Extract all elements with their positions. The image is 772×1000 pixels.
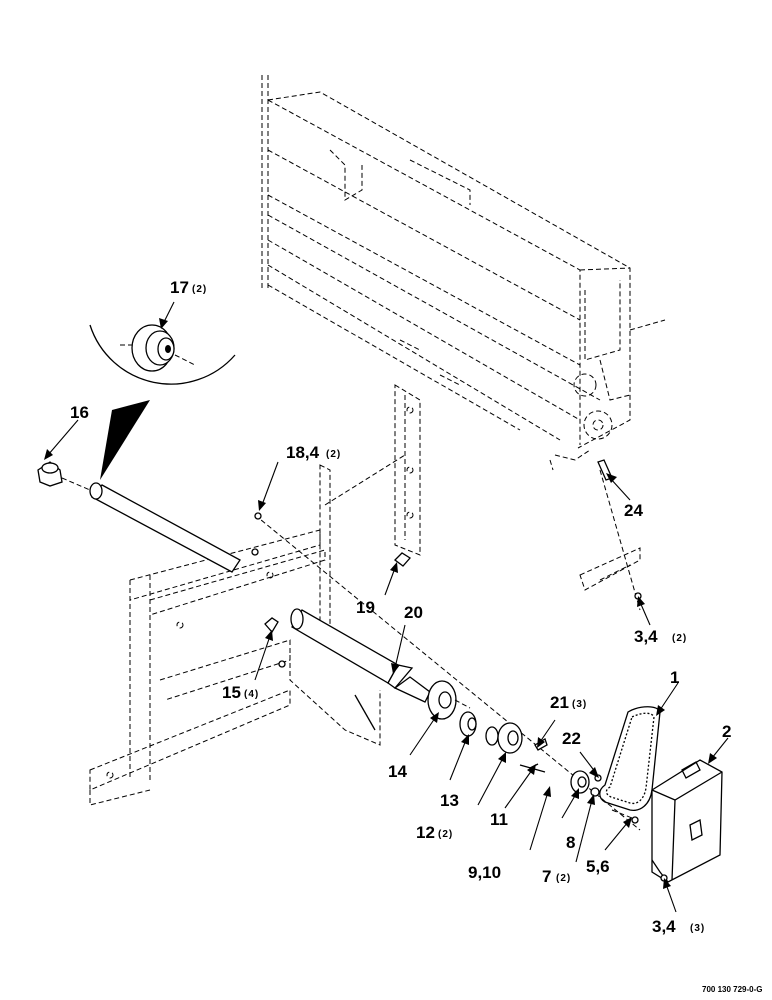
side-frame-plate xyxy=(394,384,421,556)
callout-20: 20 xyxy=(404,603,423,622)
guard-panel xyxy=(289,655,381,746)
callout-11: 11 xyxy=(490,810,508,829)
roller-16-assembly xyxy=(37,461,241,573)
drawing-number: 700 130 729-0-G xyxy=(702,985,763,994)
bearing-stack xyxy=(427,680,602,797)
callout-17: 17 xyxy=(170,278,189,297)
part-18-bolt xyxy=(254,512,262,520)
callout-21: 21 xyxy=(550,693,569,712)
leader-lines xyxy=(44,301,729,913)
callout-3-4-lower-qty: (3) xyxy=(690,923,705,934)
centerline-24 xyxy=(599,469,641,611)
callout-16: 16 xyxy=(70,403,89,422)
callout-15: 15 xyxy=(222,683,241,702)
callout-8: 8 xyxy=(566,833,575,852)
callout-18-4-qty: (2) xyxy=(326,449,341,460)
part-15-bolt xyxy=(264,617,279,634)
callout-18-4: 18,4 xyxy=(286,443,320,462)
callout-1: 1 xyxy=(670,668,679,687)
detail-bubble-17 xyxy=(89,324,236,480)
callout-17-qty: (2) xyxy=(192,284,207,295)
callout-13: 13 xyxy=(440,791,459,810)
main-frame xyxy=(89,464,641,806)
callout-7-qty: (2) xyxy=(556,873,571,884)
callout-3-4-lower: 3,4 xyxy=(652,917,676,936)
assembly-centerline xyxy=(254,514,641,831)
callout-labels: 1 2 3,4 (3) 3,4 (2) 5,6 7 (2) 8 9,10 11 … xyxy=(70,278,763,994)
callout-5-6: 5,6 xyxy=(586,857,610,876)
chain-1 xyxy=(599,706,661,824)
shaft-20 xyxy=(290,608,431,703)
part-7-washer xyxy=(590,787,600,797)
callout-24: 24 xyxy=(624,501,643,520)
part-12-collar xyxy=(485,726,499,746)
callout-12: 12 xyxy=(416,823,435,842)
callout-3-4-upper-qty: (2) xyxy=(672,633,687,644)
centerline-19 xyxy=(324,454,406,506)
callout-19: 19 xyxy=(356,598,375,617)
callout-15-qty: (4) xyxy=(244,689,259,700)
fasteners xyxy=(251,512,668,882)
callout-12-qty: (2) xyxy=(438,829,453,840)
callout-2: 2 xyxy=(722,722,731,741)
callout-14: 14 xyxy=(388,762,407,781)
callout-21-qty: (3) xyxy=(572,699,587,710)
callout-9-10: 9,10 xyxy=(468,863,501,882)
guard-box-2 xyxy=(651,759,723,883)
guard-panel-edge xyxy=(354,694,376,731)
callout-22: 22 xyxy=(562,729,581,748)
part-19-clip xyxy=(394,552,411,567)
callout-3-4-upper: 3,4 xyxy=(634,627,658,646)
callout-7: 7 xyxy=(542,867,551,886)
upper-housing-assembly xyxy=(261,75,666,481)
